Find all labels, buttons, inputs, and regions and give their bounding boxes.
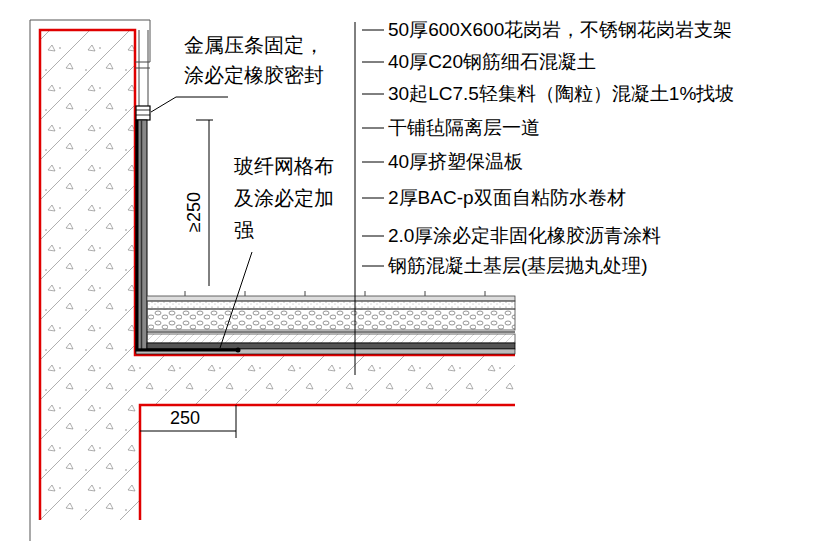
layer-label: 30起LC7.5轻集料（陶粒）混凝土1%找坡 xyxy=(388,83,734,105)
structure-outline xyxy=(140,405,515,520)
flashing-line xyxy=(135,62,150,63)
metal-strip xyxy=(136,115,150,116)
dimension-text: ≥250 xyxy=(184,192,204,232)
granite-layer xyxy=(147,296,515,301)
callout-note: 玻纤网格布及涂必定加强 xyxy=(234,150,334,246)
frame-line xyxy=(30,20,150,21)
callout-note: 金属压条固定，涂必定橡胶密封 xyxy=(184,30,324,90)
flashing-line xyxy=(135,68,150,69)
dimension-line xyxy=(140,431,236,432)
dimension-text: 250 xyxy=(170,408,200,428)
felt-layer xyxy=(147,331,515,332)
layer-label: 2厚BAC-p双面自粘防水卷材 xyxy=(388,187,626,209)
dimension-line xyxy=(209,120,210,286)
stone-supports xyxy=(185,291,485,296)
layer-label: 40厚C20钢筋细石混凝土 xyxy=(388,51,596,73)
layer-label: 40厚挤塑保温板 xyxy=(388,151,523,173)
metal-strip xyxy=(136,110,150,111)
layer-label: 2.0厚涂必定非固化橡胶沥青涂料 xyxy=(388,225,661,247)
layer-label: 50厚600X600花岗岩，不锈钢花岗岩支架 xyxy=(388,19,732,41)
dimension-line xyxy=(236,405,237,438)
membrane-layer xyxy=(147,343,515,349)
wall-waterproofing xyxy=(141,120,143,350)
leader-line xyxy=(220,252,252,348)
frame-line xyxy=(150,20,151,62)
frame-line xyxy=(30,20,31,541)
flashing-line xyxy=(139,30,140,108)
layer-leader xyxy=(355,22,356,375)
metal-strip xyxy=(136,106,150,120)
dimension-line xyxy=(196,120,213,121)
fine-concrete-layer xyxy=(147,301,515,309)
reinforcement-layer xyxy=(137,120,238,350)
layer-ticks xyxy=(362,30,384,266)
layer-label: 干铺毡隔离层一道 xyxy=(388,117,540,139)
leader-line xyxy=(151,97,228,112)
layer-label: 钢筋混凝土基层(基层抛丸处理) xyxy=(388,255,648,277)
reinforcement-end xyxy=(236,348,241,353)
flashing-line xyxy=(148,30,149,108)
ceramsite-layer xyxy=(147,309,515,330)
insulation-layer xyxy=(147,334,515,343)
